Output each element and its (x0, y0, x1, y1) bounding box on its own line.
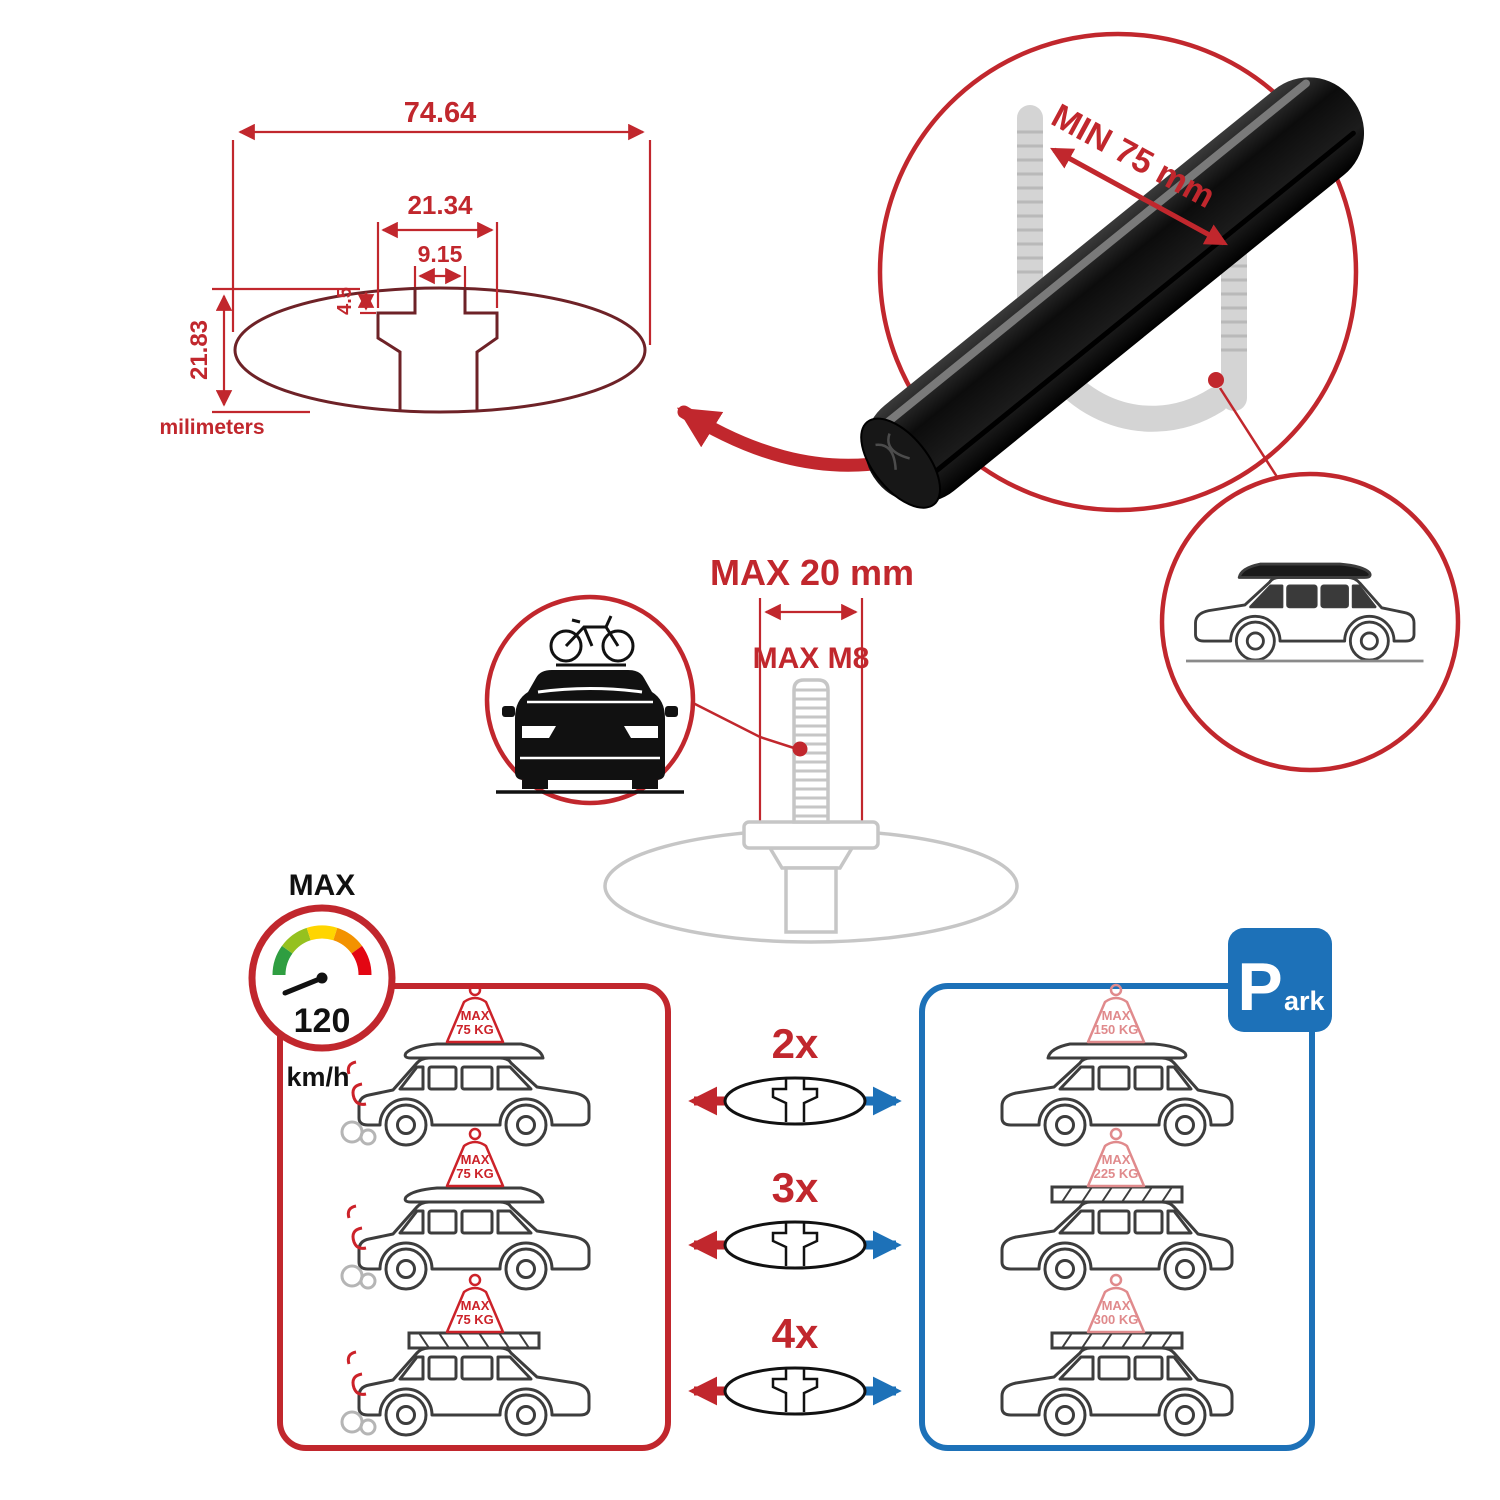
roofbox-car-callout (1159, 471, 1461, 773)
gauge-needle (282, 975, 325, 996)
svg-text:MAX: MAX (461, 1298, 490, 1313)
svg-text:MAX: MAX (1102, 1298, 1131, 1313)
load-tag: MAX 225 KG (1086, 1127, 1146, 1188)
driving-car-row-2: MAX 75 KG (340, 1127, 591, 1291)
parked-car-row-1: MAX 150 KG (1000, 983, 1234, 1147)
detail-dot (1208, 372, 1224, 388)
exhaust-puffs (340, 1264, 377, 1290)
park-letter: P (1237, 949, 1282, 1025)
exhaust-puffs (340, 1120, 377, 1146)
gauge-value: 120 (294, 1002, 351, 1040)
svg-text:MAX: MAX (461, 1152, 490, 1167)
driving-car-row-1: MAX 75 KG (340, 983, 591, 1147)
gauge-arc (272, 925, 372, 976)
load-tag: MAX 75 KG (445, 983, 505, 1044)
bar-count-label: 2x (772, 1020, 819, 1067)
dim-slot-outer: 21.34 (407, 190, 473, 220)
motion-swirls (346, 1060, 367, 1106)
dim-slot-depth: 4.5 (334, 287, 356, 315)
bar-count-row-2: 3x (688, 1164, 902, 1270)
dim-slot-inner: 9.15 (418, 241, 463, 267)
driving-car-row-3: MAX 75 KG (340, 1273, 591, 1437)
svg-text:MAX: MAX (461, 1008, 490, 1023)
gauge-unit: km/h (286, 1062, 349, 1092)
bolt-pointer-line (692, 701, 795, 750)
bar-count-label: 3x (772, 1164, 819, 1211)
exhaust-puffs (340, 1410, 377, 1436)
crossbar-profile-drawing (233, 286, 647, 414)
parked-car-row-2: MAX 225 KG (1000, 1127, 1234, 1291)
svg-text:MAX: MAX (1102, 1152, 1131, 1167)
load-tag: MAX 75 KG (445, 1127, 505, 1188)
bike-art (549, 615, 635, 667)
bike-car-callout (484, 594, 696, 806)
callout-arrow (676, 405, 895, 472)
load-tag: MAX 75 KG (445, 1273, 505, 1334)
svg-text:75 KG: 75 KG (456, 1166, 494, 1181)
bolt-max-width-label: MAX 20 mm (710, 552, 914, 593)
svg-text:75 KG: 75 KG (456, 1312, 494, 1327)
suv-with-roofbox (1186, 562, 1424, 663)
load-tag: MAX 150 KG (1086, 983, 1146, 1044)
bolt-max-thread-label: MAX M8 (753, 642, 870, 675)
units-label: milimeters (159, 416, 264, 439)
svg-text:300 KG: 300 KG (1094, 1312, 1139, 1327)
svg-text:150 KG: 150 KG (1094, 1022, 1139, 1037)
speed-limit-gauge: MAX 120 km/h (248, 869, 396, 1092)
car-front-art (496, 670, 684, 794)
motion-swirls (346, 1204, 367, 1250)
park-suffix: ark (1284, 986, 1326, 1016)
svg-text:MAX: MAX (1102, 1008, 1131, 1023)
load-tag: MAX 300 KG (1086, 1273, 1146, 1334)
bolt-diagram: MAX 20 mm MAX M8 (603, 552, 1019, 944)
gauge-pivot (316, 972, 328, 984)
bar-count-label: 4x (772, 1310, 819, 1357)
park-sign: P ark (1228, 928, 1332, 1032)
dim-total-width: 74.64 (404, 97, 477, 129)
dimension-diagram: 74.64 21.34 9.15 4.5 21.83 milimeters (159, 97, 652, 439)
svg-text:75 KG: 75 KG (456, 1022, 494, 1037)
min-span-arrow (1050, 147, 1228, 246)
bar-count-row-3: 4x (688, 1310, 902, 1416)
bar-count-row-1: 2x (688, 1020, 902, 1126)
gauge-title: MAX (289, 869, 356, 902)
bar-detail-callout: MIN 75 mm (860, 31, 1365, 513)
t-bolt-art (742, 678, 880, 934)
dim-total-height: 21.83 (186, 320, 213, 380)
svg-text:225 KG: 225 KG (1094, 1166, 1139, 1181)
bolt-dot (792, 741, 808, 757)
motion-swirls (346, 1350, 367, 1396)
parked-car-row-3: MAX 300 KG (1000, 1273, 1234, 1437)
